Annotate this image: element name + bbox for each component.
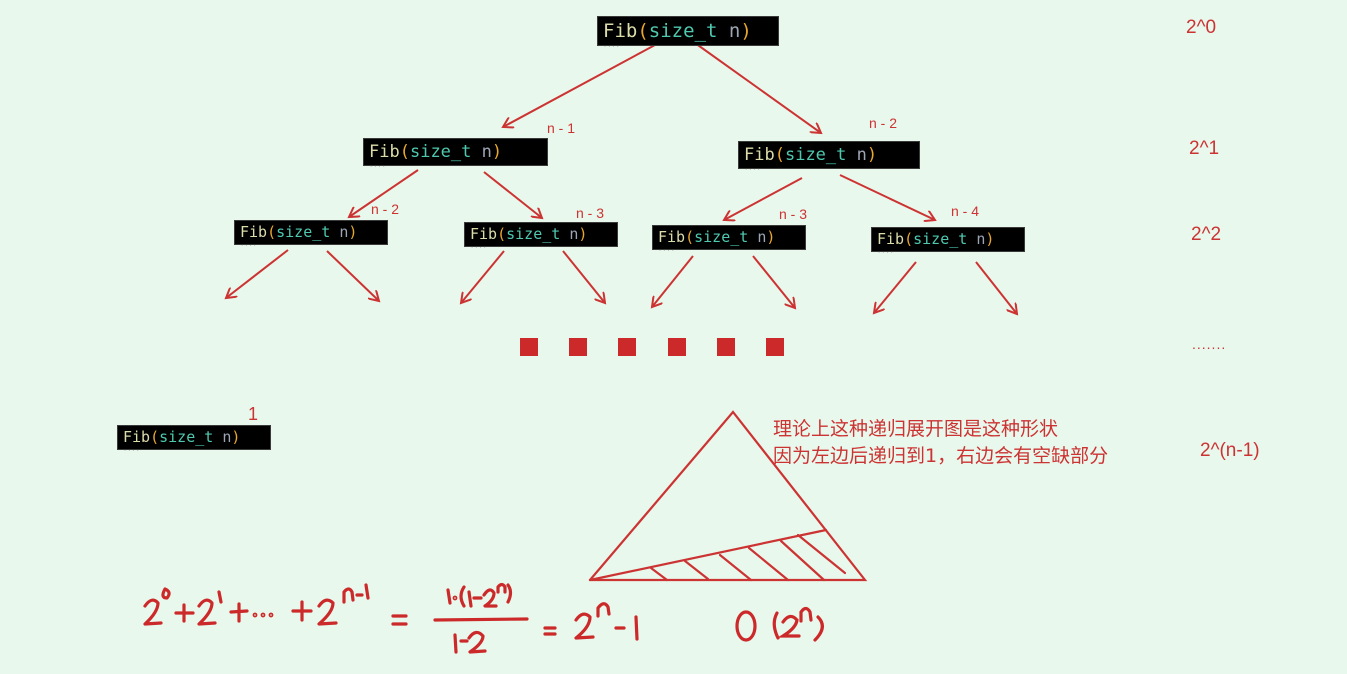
- fib-node-l2-0: Fib(size_t n): [234, 220, 388, 245]
- ellipsis-square: [569, 338, 587, 356]
- sub-label-l2-0: n - 2: [371, 201, 400, 217]
- fib-node-root: Fib(size_t n): [597, 16, 779, 46]
- fib-node-n-1: Fib(size_t n): [363, 138, 548, 166]
- ellipsis-square: [520, 338, 538, 356]
- fib-node-l2-3: Fib(size_t n): [871, 227, 1025, 252]
- sub-label-leaf: 1: [248, 404, 259, 424]
- fib-node-n-2: Fib(size_t n): [738, 141, 920, 169]
- sub-label-n-2: n - 2: [869, 115, 898, 131]
- note-line-2: 因为左边后递归到1，右边会有空缺部分: [773, 445, 1109, 467]
- recursion-arrows: [226, 42, 1017, 314]
- recursion-shape-triangle: [588, 410, 868, 582]
- sub-label-l2-2: n - 3: [779, 206, 808, 222]
- ellipsis-square: [766, 338, 784, 356]
- ellipsis-square: [618, 338, 636, 356]
- level-count-2: 2^2: [1191, 224, 1222, 245]
- level-count-1: 2^1: [1189, 138, 1220, 159]
- ellipsis-square: [668, 338, 686, 356]
- note-line-1: 理论上这种递归展开图是这种形状: [773, 418, 1059, 440]
- fib-node-leaf: Fib(size_t n): [117, 425, 271, 450]
- fib-node-l2-1: Fib(size_t n): [464, 222, 618, 247]
- ellipsis-square: [717, 338, 735, 356]
- sub-label-n-1: n - 1: [547, 120, 576, 136]
- level-count-last: 2^(n-1): [1200, 440, 1260, 461]
- fn-name: Fib: [603, 20, 637, 42]
- sub-label-l2-3: n - 4: [951, 203, 980, 219]
- level-count-ellipsis: .......: [1192, 336, 1227, 352]
- formula-handwriting: [143, 582, 639, 654]
- complexity-handwriting: [735, 606, 824, 642]
- fib-node-l2-2: Fib(size_t n): [652, 225, 806, 250]
- sub-label-l2-1: n - 3: [576, 205, 605, 221]
- explanation-note: 理论上这种递归展开图是这种形状 因为左边后递归到1，右边会有空缺部分: [773, 416, 1108, 470]
- level-count-0: 2^0: [1186, 17, 1217, 38]
